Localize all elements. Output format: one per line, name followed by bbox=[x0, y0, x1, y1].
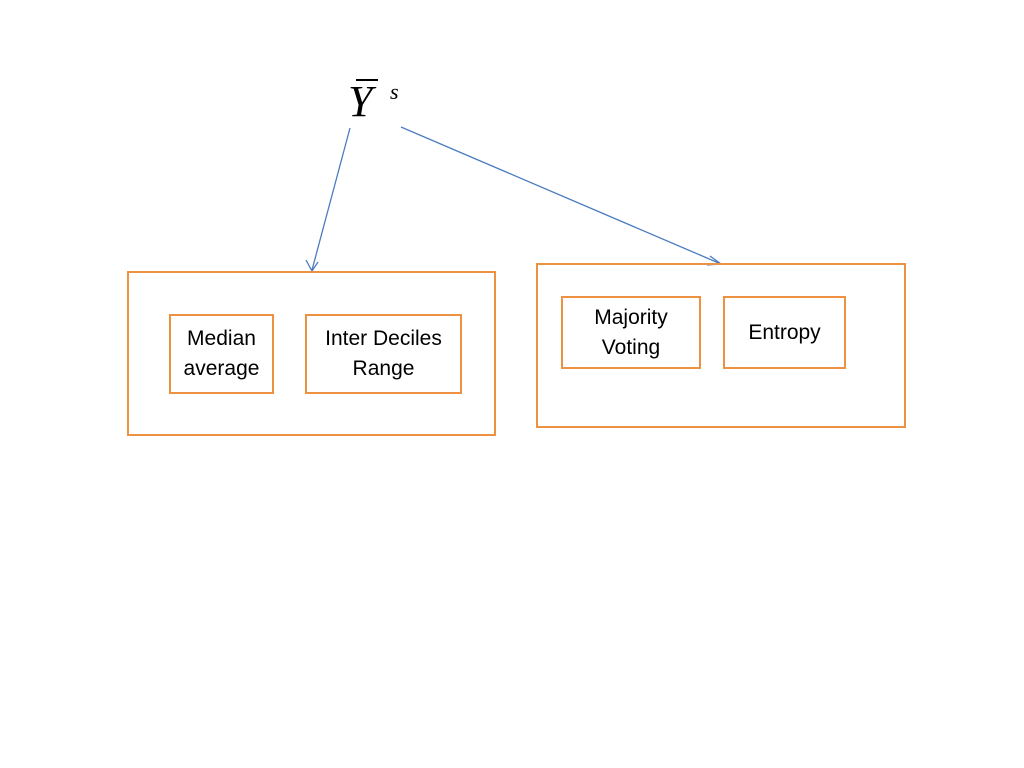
inter-deciles-range-node: Inter Deciles Range bbox=[305, 314, 462, 394]
majority-voting-node: Majority Voting bbox=[561, 296, 701, 369]
entropy-node: Entropy bbox=[723, 296, 846, 369]
root-symbol: Y bbox=[348, 77, 373, 126]
median-average-node: Median average bbox=[169, 314, 274, 394]
root-variable-label: Y s bbox=[340, 74, 420, 134]
arrow-right-line bbox=[400, 126, 722, 265]
arrow-to-right-group bbox=[400, 126, 723, 266]
overline-bar bbox=[356, 79, 378, 81]
right-group-box bbox=[536, 263, 906, 428]
arrow-to-left-group bbox=[305, 127, 351, 273]
arrow-left-line bbox=[311, 127, 351, 271]
left-group-box bbox=[127, 271, 496, 436]
root-superscript: s bbox=[390, 79, 399, 104]
